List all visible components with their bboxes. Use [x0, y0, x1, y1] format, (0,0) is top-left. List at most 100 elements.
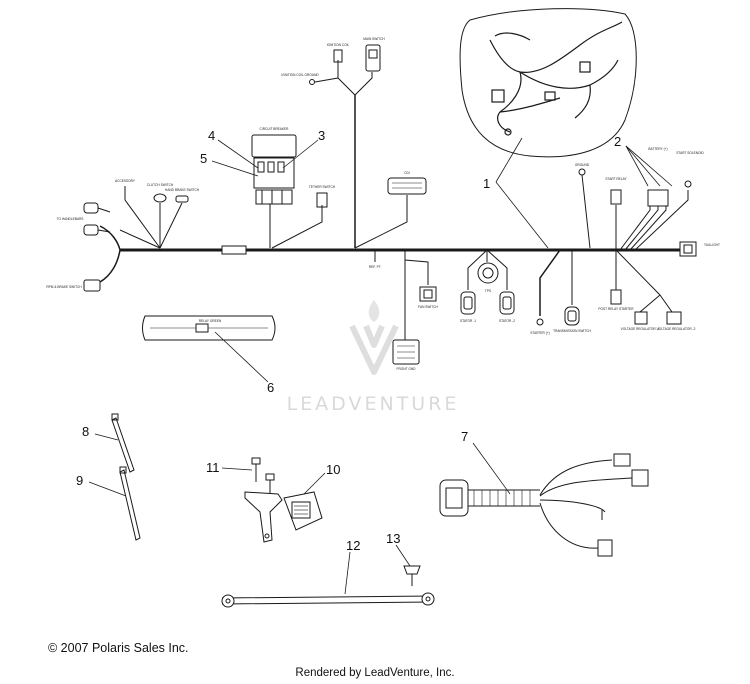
callout-9: 9 [76, 473, 83, 488]
callout-7: 7 [461, 429, 468, 444]
callout-5: 5 [200, 151, 207, 166]
stator-2-connector [499, 291, 515, 315]
clutch-switch-connector [153, 193, 167, 203]
callout-leaders [88, 137, 673, 595]
voltage-regulator-wire [615, 249, 673, 313]
handlebar-connectors [83, 202, 111, 292]
watermark-text: LEADVENTURE [287, 393, 460, 415]
start-solenoid-connector [610, 189, 622, 205]
transmission-switch-connector [564, 306, 580, 326]
label-accessory: ACCESSORY [115, 179, 136, 183]
harness-cover-part [142, 315, 276, 341]
ignition-coil-wire [337, 60, 356, 96]
start-solenoid-top-wire [634, 190, 689, 251]
ignition-ground-wire [314, 77, 339, 83]
voltage-regulator-2-connector [666, 311, 682, 325]
harness-inset-drawing [489, 21, 623, 136]
cable-tie-9 [119, 466, 141, 541]
circuit-breaker-block [251, 134, 297, 205]
label-ignition-ground: IGNITION COIL GROUND [281, 73, 319, 77]
ground-strap-12 [221, 592, 435, 608]
starter-terminal [536, 318, 544, 326]
mounting-bracket [244, 491, 283, 543]
stator-2-wire [486, 249, 508, 290]
brake-wire [159, 202, 183, 249]
start-solenoid-terminal [684, 180, 692, 188]
label-start-relay: START RELAY [605, 177, 627, 181]
label-hand-brake: HAND BRAKE SWITCH [165, 188, 200, 192]
callout-11: 11 [206, 460, 220, 475]
brake-switch-connector [175, 195, 189, 203]
label-tether: TETHER SWITCH [309, 185, 336, 189]
accessory-wire [124, 186, 161, 249]
label-relay-green: RELAY GREEN [199, 319, 222, 323]
label-start-solenoid-top: START SOLENOID [676, 151, 704, 155]
harness-labels: IGNITION COIL IGNITION COIL GROUND MAIN … [46, 37, 720, 371]
stator-1-wire [467, 249, 488, 290]
stator-1-connector [460, 291, 476, 315]
taillight-connector [679, 241, 697, 257]
ignition-coil-connector [333, 49, 343, 63]
starter-wire [539, 249, 561, 316]
cable-tie-8 [111, 413, 135, 473]
label-transmission: TRANSMISSION SWITCH [553, 329, 591, 333]
callout-1: 1 [483, 176, 490, 191]
callout-6: 6 [267, 380, 274, 395]
battery-connector [647, 189, 669, 207]
label-main-switch: MAIN SWITCH [363, 37, 385, 41]
label-ref-pt: REF. PT. [369, 265, 382, 269]
label-cdi: CDI [404, 171, 410, 175]
label-voltage-reg-1: VOLTAGE REGULATOR -1 [621, 327, 660, 331]
screw-11-right [265, 473, 275, 494]
label-fan-switch: FAN SWITCH [418, 305, 438, 309]
ground-wire [581, 174, 591, 249]
fan-switch-wire [404, 250, 429, 285]
label-front-gnd: FRONT GND [397, 367, 417, 371]
harness-left-split [99, 225, 121, 283]
label-starter: STARTER (+) [530, 331, 549, 335]
label-stator-2: STATOR -2 [499, 319, 515, 323]
bolt-13 [403, 565, 421, 586]
watermark: LEADVENTURE [287, 300, 460, 415]
sub-harness-7 [439, 453, 649, 557]
callout-10: 10 [326, 462, 340, 477]
inline-fuse [221, 245, 247, 255]
rendered-by-credit: Rendered by LeadVenture, Inc. [295, 667, 455, 679]
callout-13: 13 [386, 531, 400, 546]
tether-switch-connector [316, 192, 328, 208]
label-circuit-breaker: CIRCUIT BREAKER [260, 127, 290, 131]
label-tps: TPS [485, 289, 491, 293]
callout-2: 2 [614, 134, 621, 149]
label-taillight: TAILLIGHT [704, 243, 720, 247]
watermark-logo-icon [349, 300, 399, 375]
copyright-notice: © 2007 Polaris Sales Inc. [48, 641, 189, 655]
label-voltage-reg-2: VOLTAGE REGULATOR -2 [657, 327, 696, 331]
tether-wire [271, 205, 323, 249]
callout-numbers: 1 2 3 4 5 6 7 8 9 10 11 12 13 [76, 128, 621, 553]
main-switch-wire [354, 72, 373, 96]
cdi-wire [354, 195, 408, 249]
label-ignition-coil: IGNITION COIL [327, 43, 350, 47]
ignition-ground-terminal [309, 79, 315, 85]
tps-connector [477, 262, 499, 284]
screw-11-left [251, 457, 261, 482]
cdi-connector [387, 177, 427, 195]
label-handlebars: TO HANDLEBARS [57, 217, 84, 221]
label-post-relay: POST RELAY STARTER [598, 307, 634, 311]
label-ground: GROUND [575, 163, 590, 167]
callout-8: 8 [82, 424, 89, 439]
ground-terminal [578, 168, 586, 176]
electrical-module-10 [283, 491, 323, 531]
voltage-regulator-1-connector [634, 311, 648, 325]
label-stator-1: STATOR -1 [460, 319, 476, 323]
fan-switch-connector [419, 286, 437, 302]
label-rpm-switch: RPM & BRAKE SWITCH [46, 285, 82, 289]
callout-3: 3 [318, 128, 325, 143]
label-clutch-switch: CLUTCH SWITCH [147, 183, 174, 187]
callout-4: 4 [208, 128, 215, 143]
harness-inset-outline [459, 8, 637, 158]
label-battery: BATTERY (+) [648, 147, 667, 151]
callout-12: 12 [346, 538, 360, 553]
post-relay-connector [610, 289, 622, 305]
